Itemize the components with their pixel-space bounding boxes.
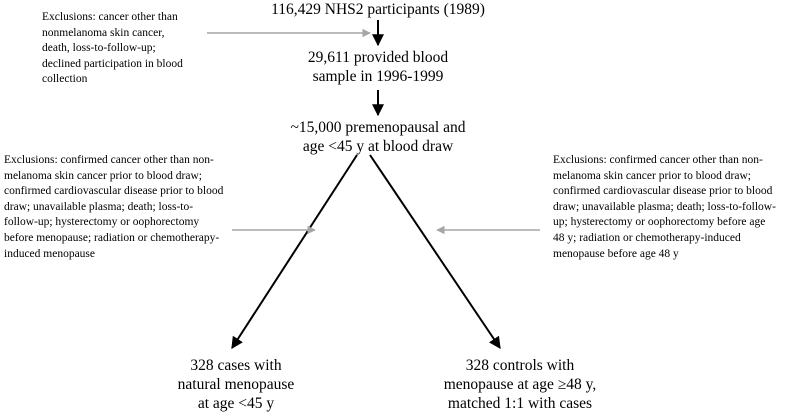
note-line: declined participation in blood [42,57,183,70]
note-line: before menopause; radiation or chemother… [4,231,220,244]
node-line: matched 1:1 with cases [447,395,593,412]
node-line: 328 controls with [465,357,575,374]
node-line: age <45 y at blood draw [302,138,454,155]
note-line: Exclusions: cancer other than [42,11,178,23]
note-line: Exclusions: confirmed cancer other than … [553,154,763,166]
cases-node: 328 cases with natural menopause at age … [151,356,321,413]
note-line: confirmed cardiovascular disease prior t… [4,185,224,198]
note-line: draw; unavailable plasma; death; loss-to… [4,200,194,213]
node-line: sample in 1996-1999 [312,68,444,85]
premenopausal-node: ~15,000 premenopausal and age <45 y at b… [258,118,498,156]
exclusion-note-cases: Exclusions: confirmed cancer other than … [4,153,244,262]
controls-node: 328 controls with menopause at age ≥48 y… [420,356,620,413]
node-line: at age <45 y [197,395,275,412]
blood-sample-node: 29,611 provided blood sample in 1996-199… [278,48,478,86]
exclusion-note-top: Exclusions: cancer other than nonmelanom… [42,10,207,88]
note-line: follow-up; hysterectomy or oophorectomy [4,216,200,229]
exclusion-note-controls: Exclusions: confirmed cancer other than … [553,153,796,262]
note-line: melanoma skin cancer prior to blood draw… [553,169,751,182]
node-line: 328 cases with [190,357,282,374]
note-line: 48 y; radiation or chemotherapy-induced [553,231,741,244]
node-line: 29,611 provided blood [307,49,449,66]
participants-node: 116,429 NHS2 participants (1989) [238,0,518,19]
node-line: natural menopause [177,376,295,393]
note-line: induced menopause [4,247,96,260]
note-line: collection [42,73,88,86]
note-line: menopause before age 48 y [553,247,679,260]
node-line: 116,429 NHS2 participants (1989) [271,1,485,18]
note-line: Exclusions: confirmed cancer other than … [4,154,214,166]
note-line: up; hysterectomy or oophorectomy before … [553,216,766,229]
note-line: nonmelanoma skin cancer, [42,26,165,39]
arrow-to-cases [231,154,358,350]
arrow-to-controls [369,154,501,349]
note-line: death, loss-to-follow-up; [42,42,156,55]
node-line: menopause at age ≥48 y, [443,376,597,393]
note-line: confirmed cardiovascular disease prior t… [553,185,773,198]
note-line: draw; unavailable plasma; death; loss-to… [553,200,776,213]
note-line: melanoma skin cancer prior to blood draw… [4,169,202,182]
node-line: ~15,000 premenopausal and [290,119,466,136]
